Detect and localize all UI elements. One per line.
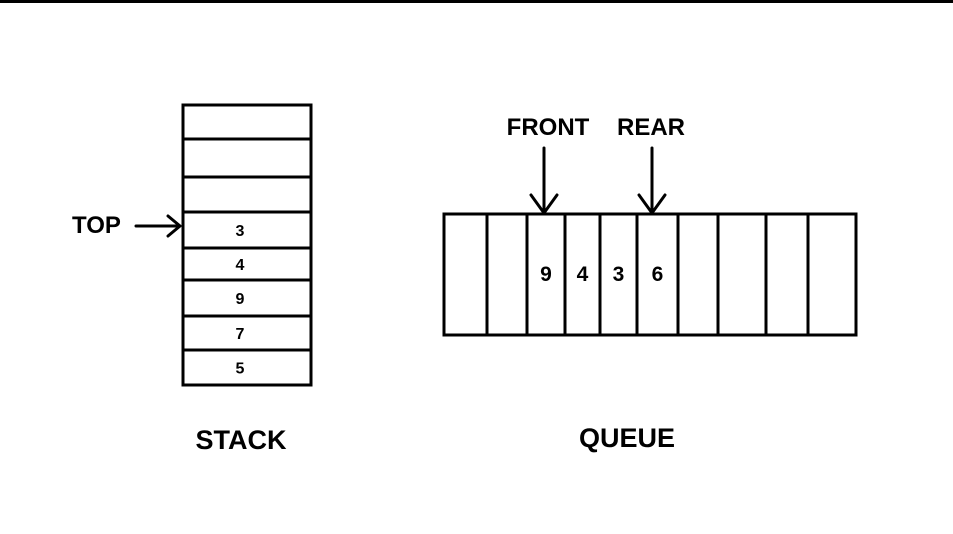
- stack-cell: [181, 210, 313, 250]
- queue-cell: [563, 212, 602, 337]
- rear-arrow-icon: [637, 146, 667, 215]
- stack-cell: [181, 278, 313, 318]
- queue-title: QUEUE: [579, 423, 675, 453]
- top-arrow-icon: [134, 214, 182, 238]
- stack-cell: [181, 246, 313, 282]
- stack-cell: [181, 348, 313, 387]
- stack-value: 4: [236, 257, 245, 274]
- top-label: TOP: [72, 212, 121, 239]
- queue-cell: [676, 212, 720, 337]
- queue-value: 9: [540, 263, 552, 286]
- stack-cell: [181, 175, 313, 214]
- stack-value: 3: [236, 223, 245, 240]
- rear-label: REAR: [617, 114, 685, 141]
- queue-cell: [635, 212, 680, 337]
- queue-cell: [485, 212, 529, 337]
- stack-title: STACK: [196, 425, 287, 455]
- stack-cell: [181, 137, 313, 179]
- queue: 9 4 3 6: [442, 212, 858, 337]
- queue-cell: [442, 212, 489, 337]
- queue-value: 4: [577, 263, 589, 286]
- top-border: [0, 0, 953, 3]
- front-arrow-icon: [529, 146, 559, 215]
- stack-value: 5: [236, 361, 245, 378]
- queue-value: 3: [613, 263, 625, 286]
- queue-cell: [764, 212, 810, 337]
- stack-value: 7: [236, 326, 245, 343]
- stack-value: 9: [236, 291, 245, 308]
- front-label: FRONT: [507, 114, 590, 141]
- queue-cell: [525, 212, 567, 337]
- queue-value: 6: [652, 263, 664, 286]
- stack: 3 4 9 7 5: [181, 103, 313, 387]
- queue-cell: [716, 212, 768, 337]
- stack-cell: [181, 314, 313, 352]
- stack-cell: [181, 103, 313, 141]
- queue-cell: [806, 212, 858, 337]
